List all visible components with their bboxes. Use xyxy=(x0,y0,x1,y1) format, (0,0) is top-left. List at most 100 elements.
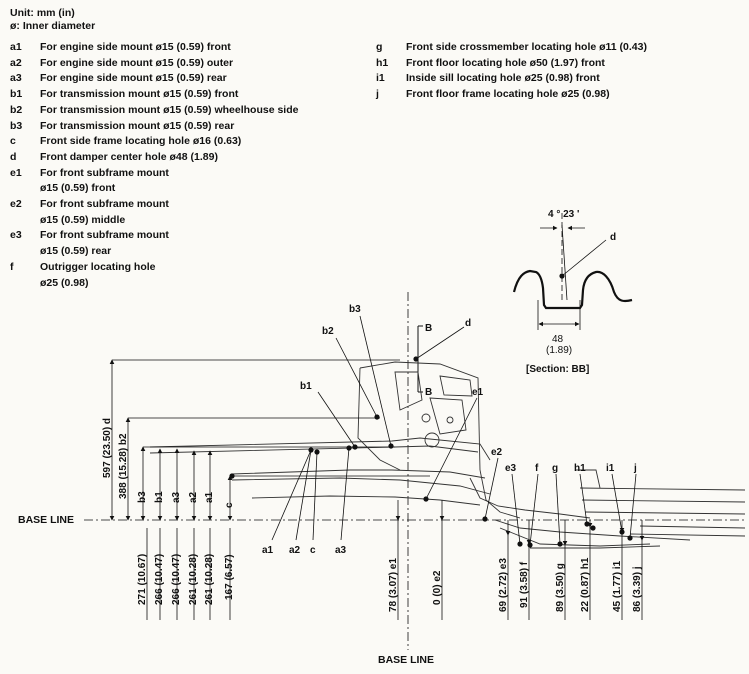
section-title: [Section: BB] xyxy=(526,364,589,375)
callout-b3: b3 xyxy=(349,304,361,315)
section-angle: 4 ° 23 ' xyxy=(548,209,579,220)
legend-text: For engine side mount ø15 (0.59) front xyxy=(40,41,231,53)
section-width-mm: 48 xyxy=(552,334,564,345)
legend-code: f xyxy=(10,260,14,273)
callout-a1: a1 xyxy=(262,545,274,556)
callout-f: f xyxy=(535,463,539,474)
section-bb-inset: 4 ° 23 ' d 48 (1.89) [Section: BB] xyxy=(512,209,633,375)
legend-code: a3 xyxy=(10,72,22,85)
leader-lines xyxy=(271,315,637,546)
legend-right: g Front side crossmember locating hole ø1… xyxy=(376,40,746,103)
section-point-label: d xyxy=(610,232,616,243)
dim-j: 86 (3.39) j xyxy=(632,566,643,612)
legend-code: c xyxy=(10,135,16,148)
legend-item: b2 For transmission mount ø15 (0.59) whee… xyxy=(10,103,350,119)
dim-e1: 78 (3.07) e1 xyxy=(388,558,399,612)
callout-labels: d b3 b2 b1 e1 e2 e3 f g h1 i1 j a1 a2 c … xyxy=(262,304,637,556)
legend-code: e2 xyxy=(10,198,22,211)
dim-low-2: 266 (10.47) xyxy=(154,554,165,605)
legend-text: For transmission mount ø15 (0.59) front xyxy=(40,88,239,101)
dim-e3: 69 (2.72) e3 xyxy=(498,558,509,612)
dim-e2: 0 (0) e2 xyxy=(432,570,443,605)
dim-low-3: 266 (10.47) xyxy=(171,554,182,605)
legend-code: b2 xyxy=(10,103,23,116)
dim-d: 597 (23.50) d xyxy=(102,418,113,478)
legend-text: Inside sill locating hole ø25 (0.98) fro… xyxy=(406,72,600,85)
legend-item: b3 For transmission mount ø15 (0.59) rear xyxy=(10,119,350,135)
legend-code: a2 xyxy=(10,56,22,69)
callout-b1: b1 xyxy=(300,381,312,392)
legend-code: j xyxy=(376,88,379,101)
callout-a3: a3 xyxy=(335,545,347,556)
legend-text: Front floor locating hole ø50 (1.97) fro… xyxy=(406,56,605,69)
legend-code: b1 xyxy=(10,88,23,101)
dim-low-6: 167 (6.57) xyxy=(224,554,235,600)
legend-text: Outrigger locating hole xyxy=(40,260,156,273)
left-base-line-label: BASE LINE xyxy=(18,514,74,526)
legend-text: ø15 (0.59) middle xyxy=(40,213,126,226)
legend-item: i1 Inside sill locating hole ø25 (0.98) f… xyxy=(376,71,746,87)
legend-text: For transmission mount ø15 (0.59) wheelh… xyxy=(40,103,299,116)
legend-item: c Front side frame locating hole ø16 (0.6… xyxy=(10,134,350,150)
legend-text: For transmission mount ø15 (0.59) rear xyxy=(40,119,235,132)
dim-b2: 388 (15.28) b2 xyxy=(118,433,129,499)
legend-item: h1 Front floor locating hole ø50 (1.97) f… xyxy=(376,56,746,72)
dim-a3: a3 xyxy=(171,491,182,503)
legend-text: ø25 (0.98) xyxy=(40,276,89,289)
callout-e1: e1 xyxy=(472,387,484,398)
bottom-base-line-label: BASE LINE xyxy=(378,654,434,666)
front-frame-outline xyxy=(149,361,746,549)
dim-a2: a2 xyxy=(188,491,199,503)
legend-text: ø15 (0.59) rear xyxy=(40,245,112,258)
legend-code: b3 xyxy=(10,119,23,132)
legend-text: Front side frame locating hole ø16 (0.63… xyxy=(40,135,242,148)
callout-a2: a2 xyxy=(289,545,301,556)
legend-item: a2 For engine side mount ø15 (0.59) outer xyxy=(10,56,350,72)
callout-i1: i1 xyxy=(606,463,615,474)
legend-item: d Front damper center hole ø48 (1.89) xyxy=(10,150,350,166)
legend-item: g Front side crossmember locating hole ø1… xyxy=(376,40,746,56)
dim-g: 89 (3.50) g xyxy=(555,563,566,612)
legend-item: e2 For front subframe mount ø15 (0.59) mid… xyxy=(10,197,350,228)
dim-a1: a1 xyxy=(204,491,215,503)
legend-text: For engine side mount ø15 (0.59) outer xyxy=(40,56,234,69)
dim-b3: b3 xyxy=(137,491,148,503)
legend-left: a1 For engine side mount ø15 (0.59) front… xyxy=(10,40,350,291)
legend-text: For front subframe mount xyxy=(40,166,169,179)
dim-low-5: 261 (10.28) xyxy=(204,554,215,605)
svg-text:B: B xyxy=(425,387,432,398)
callout-c: c xyxy=(310,545,316,556)
dim-b1: b1 xyxy=(154,491,165,503)
legend-code: e3 xyxy=(10,229,22,242)
callout-h1: h1 xyxy=(574,463,586,474)
legend-text: Front side crossmember locating hole ø11… xyxy=(406,41,647,53)
legend-code: i1 xyxy=(376,72,385,85)
dim-h1: 22 (0.87) h1 xyxy=(580,557,591,612)
dim-i1: 45 (1.77) i1 xyxy=(612,560,623,612)
legend-text: For front subframe mount xyxy=(40,198,169,211)
dim-f: 91 (3.58) f xyxy=(519,561,530,608)
dim-low-1: 271 (10.67) xyxy=(137,554,148,605)
svg-text:B: B xyxy=(425,323,432,334)
legend-code: d xyxy=(10,150,17,163)
legend-text: For front subframe mount xyxy=(40,229,169,242)
callout-e2: e2 xyxy=(491,447,503,458)
legend-item: b1 For transmission mount ø15 (0.59) fron… xyxy=(10,87,350,103)
dim-low-4: 261 (10.28) xyxy=(188,554,199,605)
callout-d: d xyxy=(465,318,471,329)
dimension-labels: 597 (23.50) d 388 (15.28) b2 b3 b1 a3 a2… xyxy=(102,418,643,612)
legend-code: h1 xyxy=(376,56,389,69)
section-width-in: (1.89) xyxy=(546,345,572,356)
dim-c: c xyxy=(224,502,235,508)
legend-text: ø15 (0.59) front xyxy=(40,182,116,195)
callout-j: j xyxy=(633,463,637,474)
legend-item: e3 For front subframe mount ø15 (0.59) rea… xyxy=(10,228,350,259)
legend-code: a1 xyxy=(10,41,22,53)
legend-text: Front damper center hole ø48 (1.89) xyxy=(40,150,218,163)
reference-points xyxy=(229,356,633,548)
diameter-note: ø: Inner diameter xyxy=(10,20,96,32)
legend-code: g xyxy=(376,41,383,53)
